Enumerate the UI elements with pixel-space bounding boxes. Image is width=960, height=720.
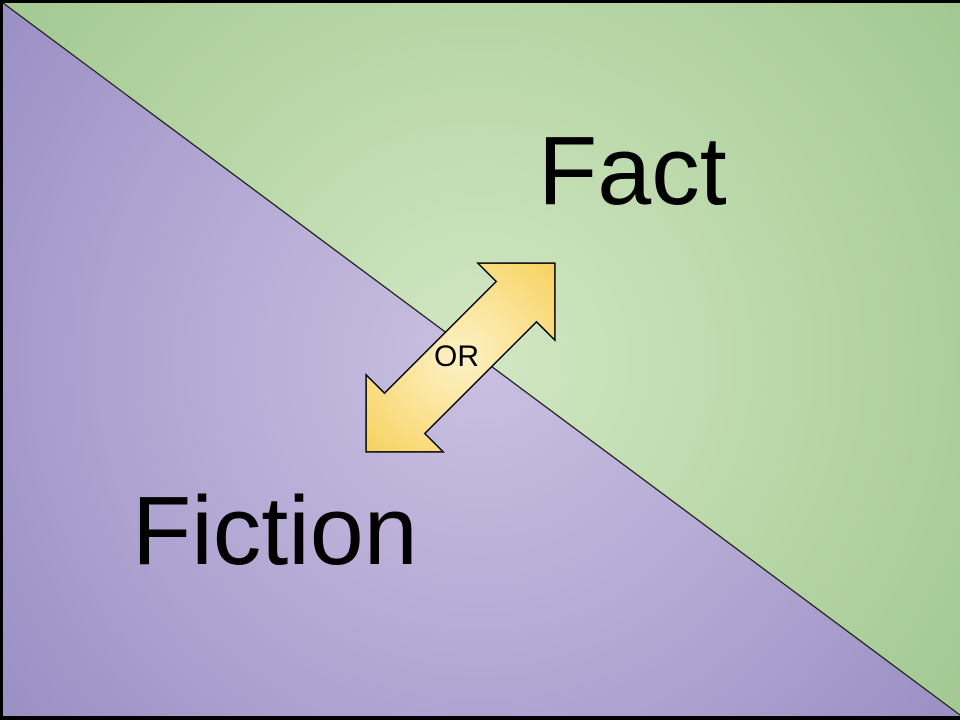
double-headed-arrow-icon	[365, 262, 556, 453]
or-label: OR	[434, 340, 479, 373]
background-shapes	[3, 3, 960, 716]
fact-label: Fact	[538, 116, 727, 225]
slide-canvas: Fact Fiction OR	[3, 3, 960, 716]
fiction-label: Fiction	[132, 476, 418, 585]
